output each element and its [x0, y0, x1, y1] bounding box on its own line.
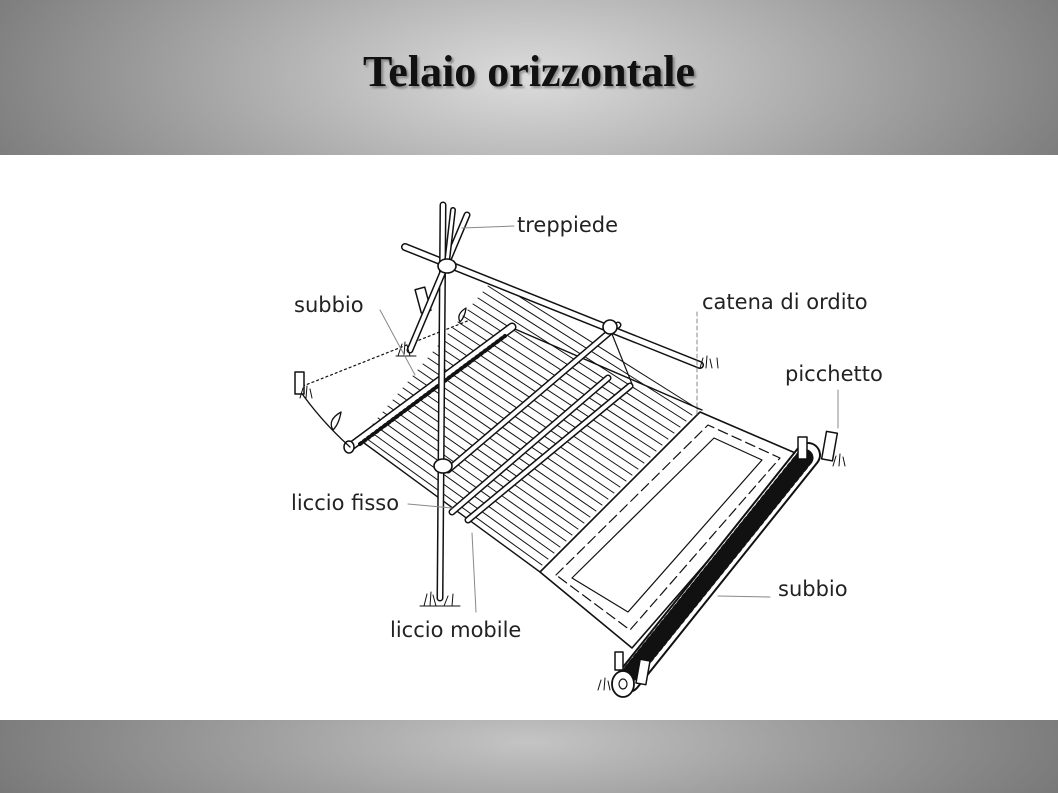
cloth-border-inner	[571, 437, 763, 613]
cloth-beam	[611, 442, 821, 698]
warp-edge-far	[507, 325, 703, 411]
warp-edge-near	[359, 439, 541, 573]
title-band	[0, 0, 1058, 155]
label-treppiede: treppiede	[517, 213, 618, 237]
footer-band	[0, 720, 1058, 793]
cloth-border-dashed	[555, 424, 781, 631]
tripod	[406, 201, 471, 602]
grass-tufts	[299, 341, 846, 691]
diagram-panel	[0, 155, 1058, 720]
right-stake	[820, 430, 839, 462]
label-subbio-left: subbio	[294, 293, 364, 317]
front-stake	[635, 658, 651, 686]
left-stake-front	[294, 371, 305, 395]
label-catena-di-ordito: catena di ordito	[702, 290, 868, 314]
label-picchetto: picchetto	[785, 362, 883, 386]
slide-title: Telaio orizzontale	[363, 47, 695, 96]
heddle-rods	[444, 321, 634, 524]
back-beam	[343, 322, 517, 454]
label-liccio-fisso: liccio fisso	[291, 491, 399, 515]
label-subbio-right: subbio	[778, 577, 848, 601]
leader-lines	[379, 225, 839, 613]
label-liccio-mobile: liccio mobile	[390, 618, 521, 642]
